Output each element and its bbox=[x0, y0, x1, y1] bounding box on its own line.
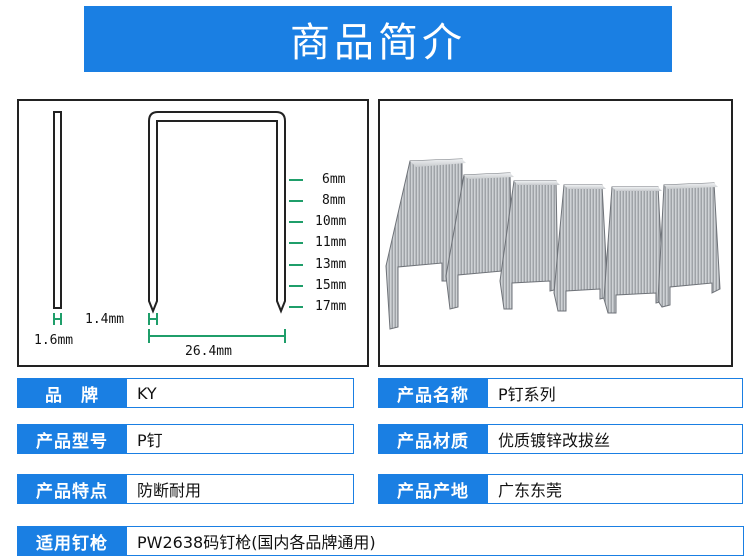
length-label-11: 11mm bbox=[315, 235, 347, 250]
model-label: 产品型号 bbox=[17, 424, 127, 454]
spec-row-material: 产品材质 优质镀锌改拔丝 bbox=[378, 424, 743, 454]
wire-thickness-label: 1.6mm bbox=[34, 333, 74, 348]
length-label-6: 6mm bbox=[322, 172, 346, 187]
compatible-gun-value: PW2638码钉枪(国内各品牌通用) bbox=[127, 526, 744, 556]
staple-strip-5 bbox=[603, 186, 665, 314]
brand-label: 品 牌 bbox=[17, 378, 127, 408]
staple-strip-3 bbox=[499, 180, 560, 310]
spec-row-features: 产品特点 防断耐用 bbox=[17, 474, 354, 504]
title-banner: 商品简介 bbox=[84, 6, 672, 72]
staple-front-view bbox=[148, 111, 286, 314]
compatible-gun-label: 适用钉枪 bbox=[17, 526, 127, 556]
wire-side-view bbox=[53, 111, 62, 309]
features-value: 防断耐用 bbox=[127, 474, 354, 504]
features-label: 产品特点 bbox=[17, 474, 127, 504]
staple-strip-6 bbox=[657, 182, 721, 308]
product-name-label: 产品名称 bbox=[378, 378, 488, 408]
model-value: P钉 bbox=[127, 424, 354, 454]
spec-row-brand: 品 牌 KY bbox=[17, 378, 354, 408]
page-title: 商品简介 bbox=[290, 20, 466, 66]
spec-row-compatible-gun: 适用钉枪 PW2638码钉枪(国内各品牌通用) bbox=[17, 526, 744, 556]
length-label-10: 10mm bbox=[315, 214, 347, 229]
length-label-13: 13mm bbox=[315, 257, 347, 272]
wire-thickness-marker bbox=[53, 313, 62, 325]
staple-strip-4 bbox=[553, 184, 609, 312]
origin-value: 广东东莞 bbox=[488, 474, 743, 504]
material-label: 产品材质 bbox=[378, 424, 488, 454]
leg-width-label: 1.4mm bbox=[85, 312, 125, 327]
crown-width-label: 26.4mm bbox=[185, 344, 232, 359]
product-photo-panel bbox=[378, 99, 733, 367]
dimension-diagram-panel: 6mm 8mm 10mm 11mm 13mm 15mm 17mm 1.6mm 1… bbox=[17, 99, 369, 367]
spec-row-product-name: 产品名称 P钉系列 bbox=[378, 378, 743, 408]
material-value: 优质镀锌改拔丝 bbox=[488, 424, 743, 454]
staple-strip-1 bbox=[385, 158, 466, 330]
product-name-value: P钉系列 bbox=[488, 378, 743, 408]
crown-width-marker bbox=[148, 329, 286, 343]
leg-width-marker bbox=[148, 313, 158, 325]
length-label-17: 17mm bbox=[315, 299, 347, 314]
length-label-15: 15mm bbox=[315, 278, 347, 293]
length-label-8: 8mm bbox=[322, 193, 346, 208]
origin-label: 产品产地 bbox=[378, 474, 488, 504]
staple-dimension-drawing bbox=[53, 111, 303, 343]
spec-row-model: 产品型号 P钉 bbox=[17, 424, 354, 454]
brand-value: KY bbox=[127, 378, 354, 408]
spec-row-origin: 产品产地 广东东莞 bbox=[378, 474, 743, 504]
length-ticks bbox=[289, 179, 303, 308]
staple-strips-image bbox=[385, 158, 721, 330]
